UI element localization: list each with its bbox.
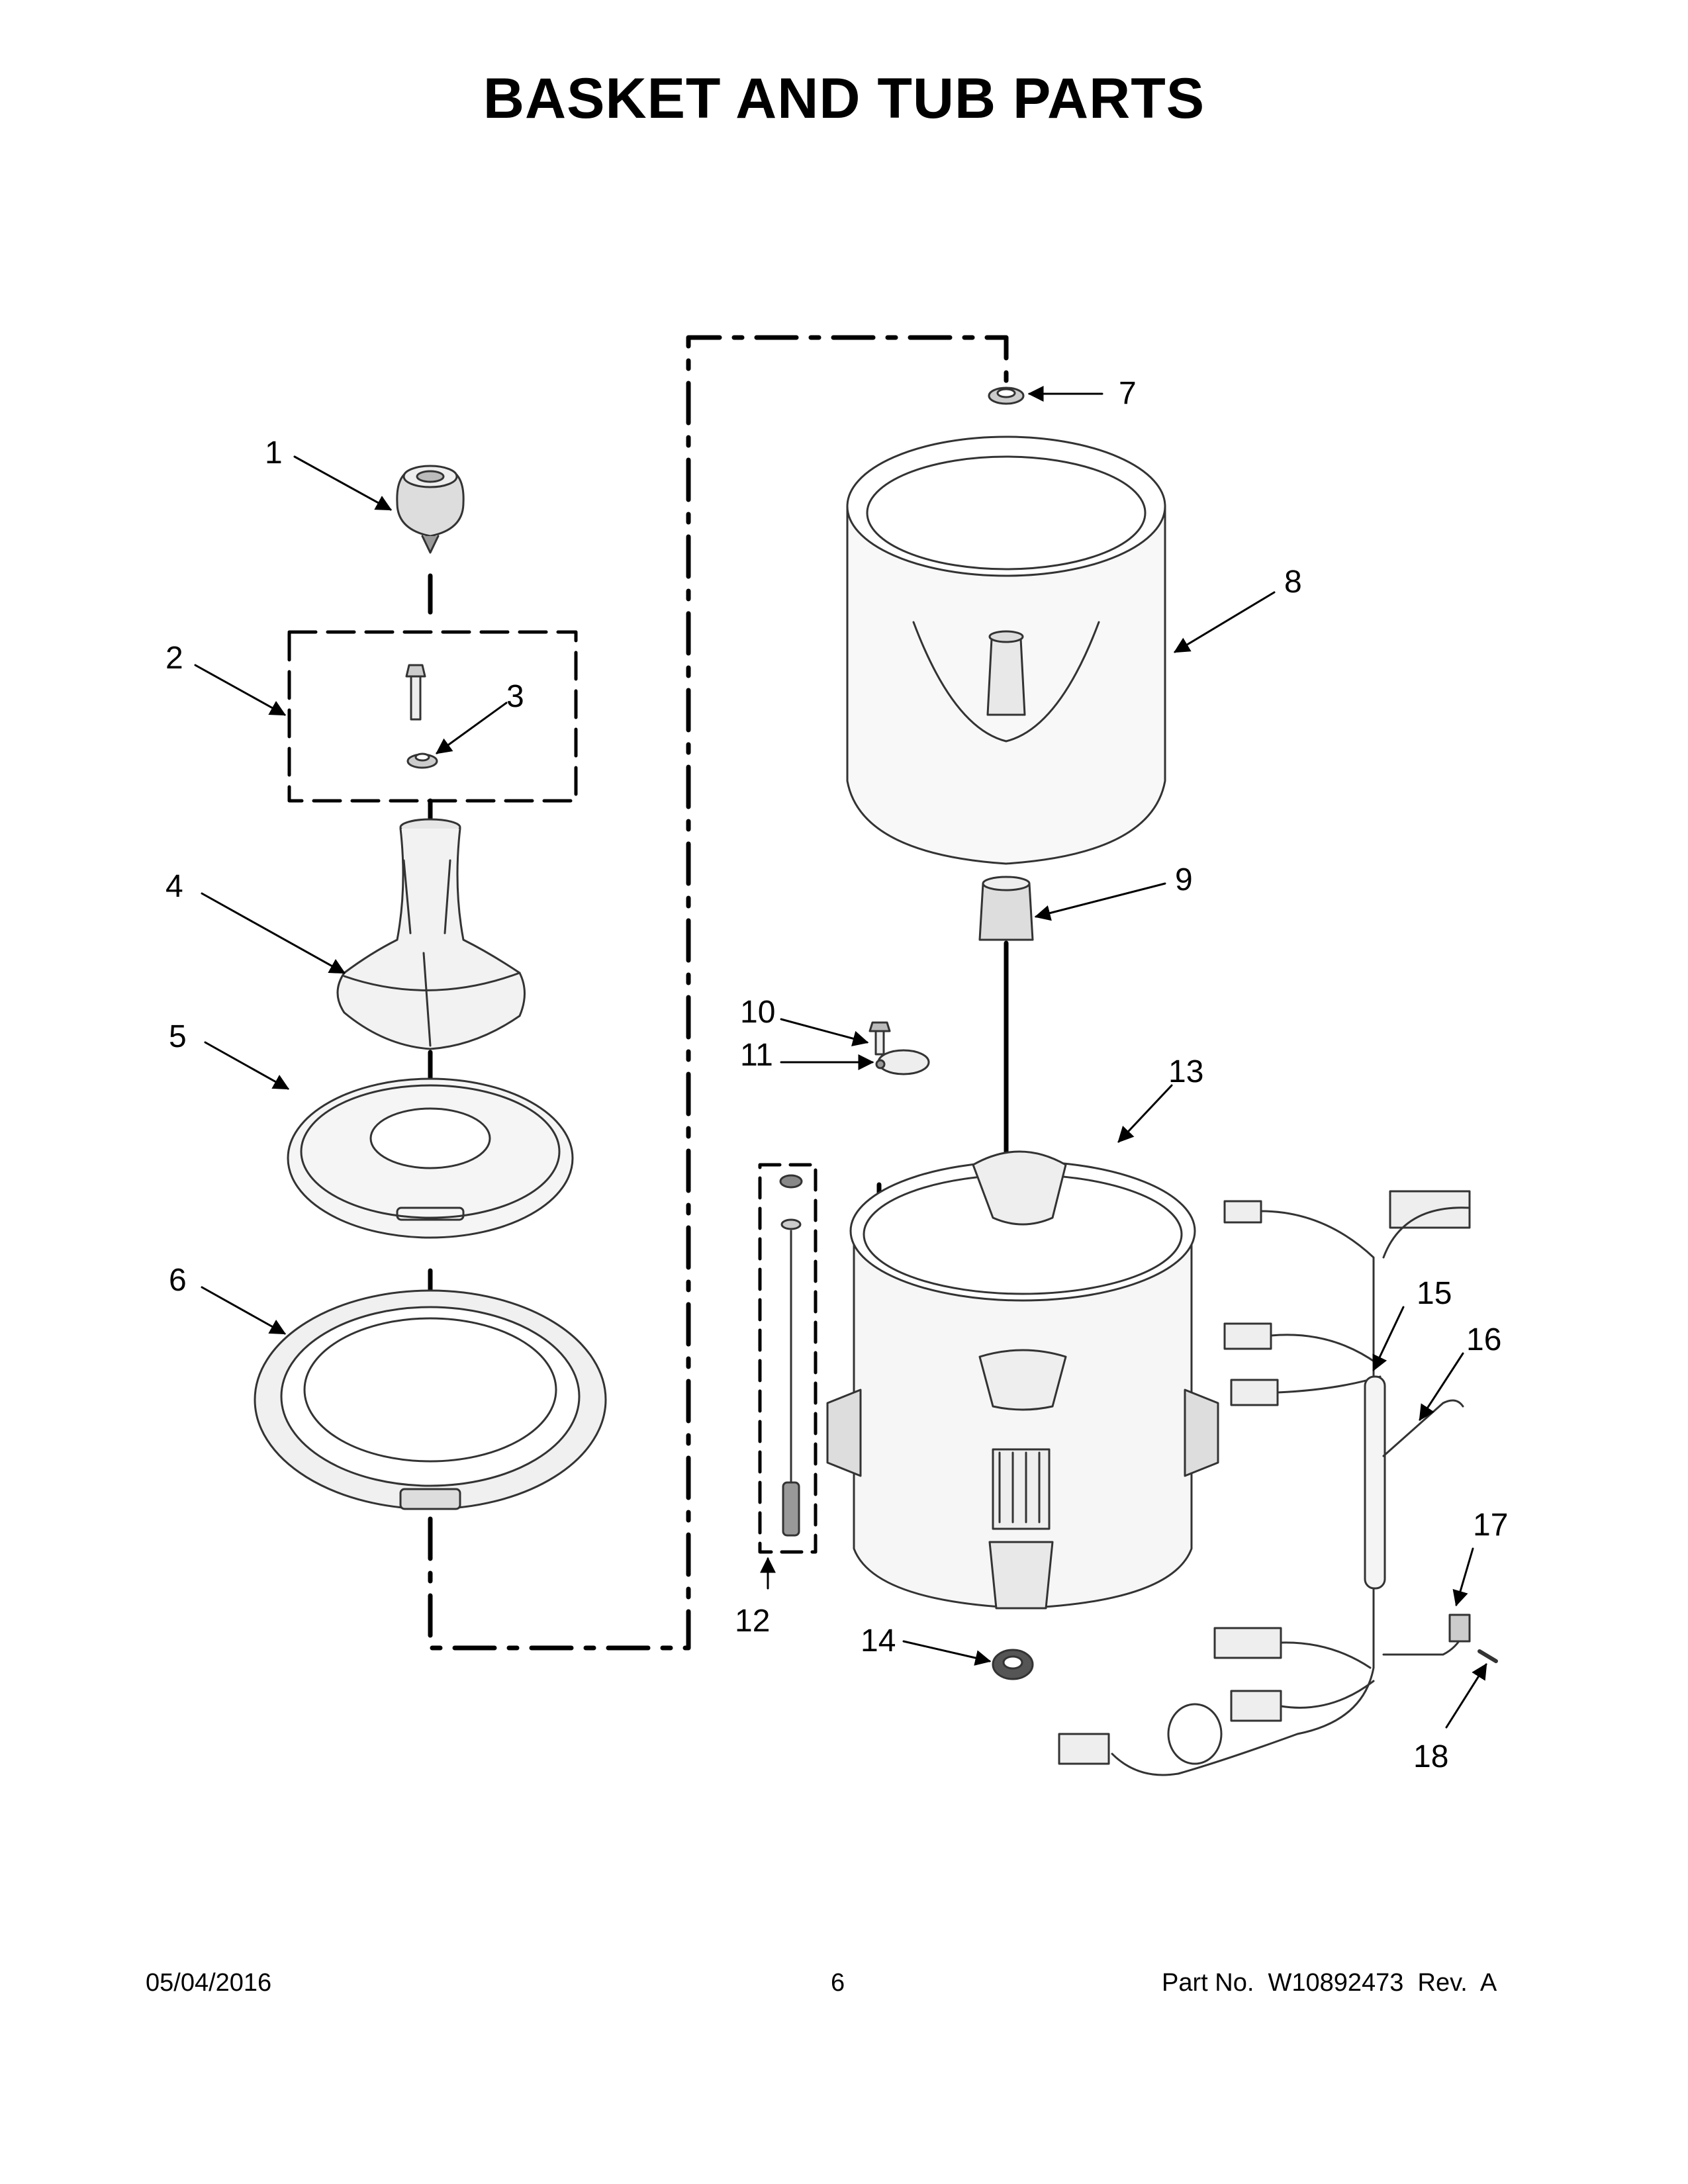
footer-page-number: 6 (831, 1969, 845, 1997)
callout-2: 2 (165, 641, 183, 676)
callout-12-13: 13 (1168, 1054, 1203, 1089)
nut-part (988, 387, 1025, 405)
tub-part (826, 1150, 1219, 1610)
clip-part (875, 1049, 930, 1075)
callout-15: 15 (1417, 1276, 1452, 1311)
rod-part (779, 1174, 803, 1537)
coupling-part (978, 876, 1034, 941)
rod-kit-box (758, 1163, 818, 1554)
bolt-kit-box (287, 630, 578, 803)
callout-arrows (194, 386, 1487, 1729)
callout-1: 1 (265, 435, 283, 471)
agitator-part (336, 818, 526, 1050)
callout-16: 16 (1466, 1322, 1501, 1357)
assembly-line (428, 335, 1009, 1651)
callout-3: 3 (506, 679, 524, 714)
callout-6: 6 (169, 1263, 187, 1298)
callout-12: 12 (735, 1604, 770, 1639)
callout-10: 10 (740, 995, 775, 1030)
callout-labels: 1 2 3 4 5 6 7 8 9 10 11 13 12 14 15 16 1… (165, 376, 1508, 1774)
callout-8: 8 (1284, 565, 1302, 600)
callout-14: 14 (861, 1623, 896, 1659)
basket-part (846, 435, 1166, 865)
screw-part (868, 1021, 891, 1056)
ring-part (254, 1289, 607, 1510)
callout-11: 11 (740, 1038, 773, 1073)
footer-part-number: Part No. W10892473 Rev. A (1162, 1969, 1497, 1997)
callout-5: 5 (169, 1019, 187, 1054)
callout-17: 17 (1473, 1508, 1508, 1543)
callout-18: 18 (1413, 1739, 1448, 1774)
washer-part (406, 752, 438, 769)
bolt-part (405, 664, 426, 721)
agitator-cap-part (396, 465, 465, 554)
callout-4: 4 (165, 869, 183, 904)
seal-part (992, 1649, 1034, 1680)
page-title: BASKET AND TUB PARTS (483, 67, 1205, 130)
footer-date: 05/04/2016 (146, 1969, 272, 1997)
callout-9: 9 (1175, 862, 1193, 897)
callout-7: 7 (1119, 376, 1137, 411)
wire-harness-part (1058, 1190, 1498, 1776)
plate-part (287, 1077, 574, 1239)
